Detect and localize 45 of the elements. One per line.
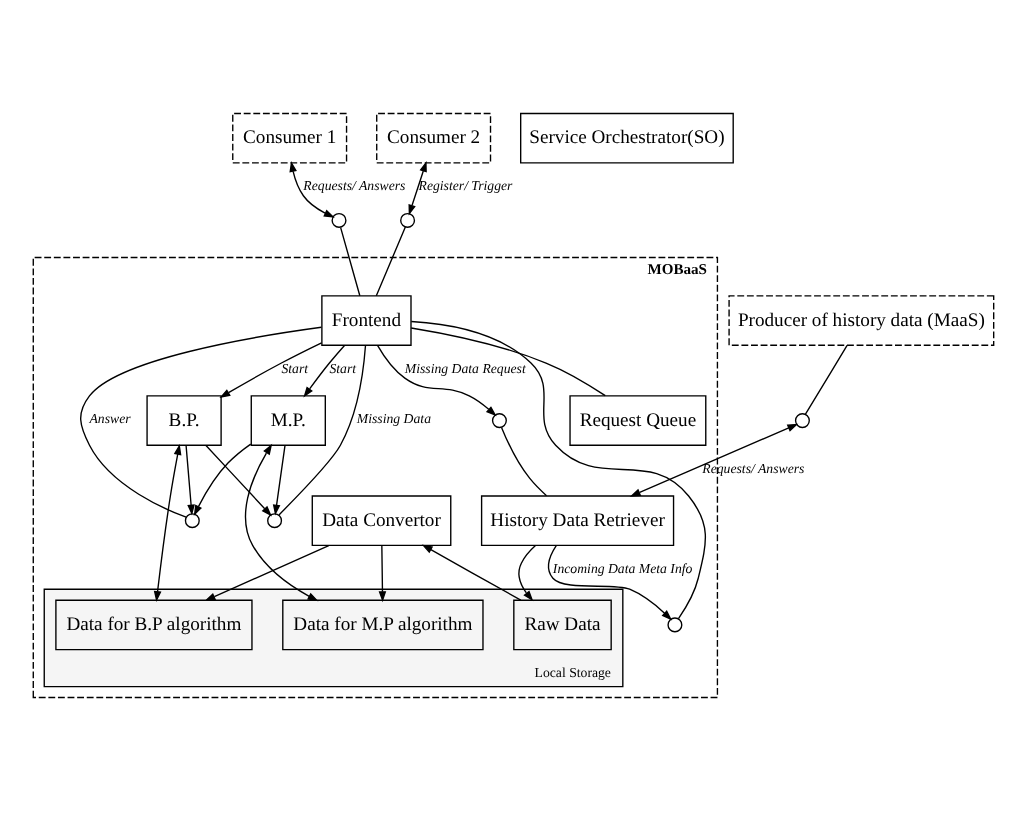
connector (278, 344, 367, 516)
node-box: Producer of history data (MaaS) (728, 295, 995, 346)
arrow (547, 545, 673, 621)
node-box: Frontend (321, 295, 412, 346)
arrow (185, 444, 195, 516)
node-circle (267, 513, 283, 529)
node-box: Request Queue (569, 395, 707, 446)
arrow (272, 444, 286, 516)
connector (375, 226, 407, 297)
node-box: M.P. (250, 395, 326, 446)
node-box: Data Convertor (311, 495, 452, 547)
node-box: Data for B.P algorithm (55, 599, 253, 651)
arrow (378, 544, 387, 603)
arrow (518, 544, 537, 602)
node-circle (184, 513, 200, 529)
node-circle (794, 413, 810, 429)
node-circle (491, 413, 507, 429)
arrow (377, 344, 497, 417)
node-box: Consumer 1 (232, 112, 348, 164)
arrow (303, 344, 346, 398)
connector (410, 327, 606, 397)
arrow (193, 443, 252, 517)
connector (80, 326, 323, 518)
connector (339, 226, 361, 297)
arrow (421, 544, 522, 601)
arrow (205, 444, 272, 517)
node-box: Consumer 2 (376, 112, 492, 164)
arrow (244, 443, 319, 602)
arrow (204, 544, 330, 601)
connector (500, 426, 548, 497)
connector (410, 320, 706, 620)
arrow (289, 161, 335, 218)
arrow (408, 161, 427, 216)
arrow (219, 342, 323, 398)
arrow (629, 423, 799, 497)
node-box: Raw Data (513, 599, 612, 651)
node-circle (667, 617, 683, 633)
arrow (153, 443, 182, 603)
node-circle (331, 212, 347, 228)
node-box: Service Orchestrator(SO) (520, 112, 734, 164)
node-box: History Data Retriever (480, 495, 675, 547)
connector (804, 344, 848, 415)
node-box: B.P. (146, 395, 222, 446)
node-circle (400, 212, 416, 228)
node-box: Data for M.P algorithm (282, 599, 484, 651)
